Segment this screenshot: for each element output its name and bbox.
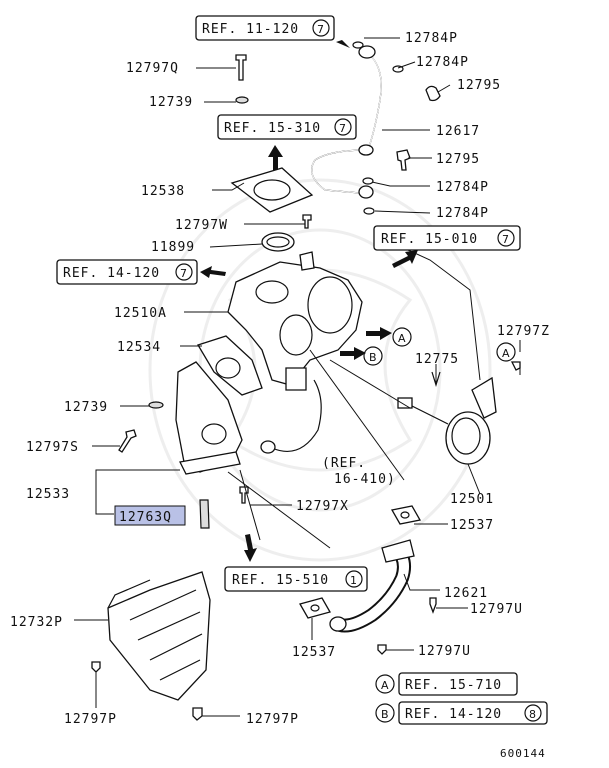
gasket-12538[interactable] [230, 167, 314, 213]
leader-lines [74, 37, 521, 717]
label-12784P-d: 12784P [436, 206, 489, 221]
legend-a-ref: REF. 15-710 [405, 678, 502, 693]
ref-16-410-line1: (REF. [322, 456, 366, 471]
wastegate-actuator[interactable] [397, 371, 497, 465]
label-12797P-a: 12797P [64, 712, 117, 727]
watermark-emblem [148, 178, 492, 562]
part-labels: 12784P 12784P 12795 12797Q 12739 12617 1… [10, 31, 550, 727]
label-12533: 12533 [26, 487, 70, 502]
label-12501: 12501 [450, 492, 494, 507]
turbocharger-body[interactable] [227, 251, 363, 391]
heat-shield-12732P[interactable] [107, 571, 211, 701]
label-12739-b: 12739 [64, 400, 108, 415]
label-12797X: 12797X [296, 499, 349, 514]
washers [148, 41, 404, 409]
label-12797Q: 12797Q [126, 61, 179, 76]
svg-text:A: A [398, 332, 406, 345]
ref-15-310-text: REF. 15-310 [224, 121, 321, 136]
legend-a-letter: A [381, 679, 389, 692]
vacuum-hose [260, 379, 322, 454]
label-12775: 12775 [415, 352, 459, 367]
svg-text:A: A [502, 347, 510, 360]
label-12537-a: 12537 [450, 518, 494, 533]
ring-11899[interactable] [261, 232, 295, 252]
exhaust-housing-12533[interactable] [175, 361, 243, 475]
legend-b-num: 8 [529, 708, 536, 721]
svg-text:B: B [369, 351, 377, 364]
ref-15-310-num: 7 [339, 122, 346, 135]
callout-a-right: A [496, 342, 516, 362]
label-12621: 12621 [444, 586, 488, 601]
ref-arrows [200, 145, 418, 562]
label-12795-b: 12795 [436, 152, 480, 167]
label-12797U-a: 12797U [470, 602, 523, 617]
highlight-12763Q [114, 505, 186, 526]
ref-15-010-text: REF. 15-010 [381, 232, 478, 247]
label-12763Q: 12763Q [119, 510, 172, 525]
label-12510A: 12510A [114, 306, 167, 321]
ref-box-15-510[interactable]: REF. 15-510 1 [224, 566, 368, 592]
ref-box-15-310[interactable]: REF. 15-310 7 [217, 114, 357, 140]
legend-b-letter: B [381, 708, 389, 721]
label-12797W: 12797W [175, 218, 228, 233]
callout-b-main: B [363, 346, 383, 366]
ref-15-010-num: 7 [502, 233, 509, 246]
ref-15-510-num: 1 [350, 574, 357, 587]
gasket-12537-lower[interactable] [299, 597, 331, 619]
bolts [91, 54, 521, 721]
label-12534: 12534 [117, 340, 161, 355]
ref-15-510-text: REF. 15-510 [232, 573, 329, 588]
label-12784P-a: 12784P [405, 31, 458, 46]
oil-return-pipe-12621[interactable] [329, 539, 415, 633]
label-12795-a: 12795 [457, 78, 501, 93]
oil-feed-pipe[interactable] [311, 45, 382, 199]
label-12797Z: 12797Z [497, 324, 550, 339]
label-11899: 11899 [151, 240, 195, 255]
label-12617: 12617 [436, 124, 480, 139]
label-12732P: 12732P [10, 615, 63, 630]
ref-box-15-010[interactable]: REF. 15-010 7 [373, 225, 521, 251]
legend-a[interactable]: A REF. 15-710 [375, 672, 518, 696]
ref-14-120-text: REF. 14-120 [63, 266, 160, 281]
ref-box-11-120[interactable]: REF. 11-120 7 [195, 15, 350, 48]
label-12537-b: 12537 [292, 645, 336, 660]
label-12784P-c: 12784P [436, 180, 489, 195]
label-12739-a: 12739 [149, 95, 193, 110]
ref-14-120-num: 7 [180, 267, 187, 280]
gasket-12537-upper[interactable] [390, 505, 422, 525]
callout-a-main: A [392, 327, 412, 347]
ref-box-14-120[interactable]: REF. 14-120 7 [56, 259, 198, 285]
legend-b[interactable]: B REF. 14-120 8 [375, 701, 548, 725]
legend-b-ref: REF. 14-120 [405, 707, 502, 722]
ref-11-120-num: 7 [317, 23, 324, 36]
label-12797S: 12797S [26, 440, 79, 455]
diagram-id: 600144 [500, 747, 546, 760]
label-12784P-b: 12784P [416, 55, 469, 70]
ref-16-410-line2: 16-410) [334, 472, 396, 487]
label-12797U-b: 12797U [418, 644, 471, 659]
ref-11-120-text: REF. 11-120 [202, 22, 299, 37]
label-12797P-b: 12797P [246, 712, 299, 727]
label-12538: 12538 [141, 184, 185, 199]
gasket-12534[interactable] [197, 335, 263, 396]
